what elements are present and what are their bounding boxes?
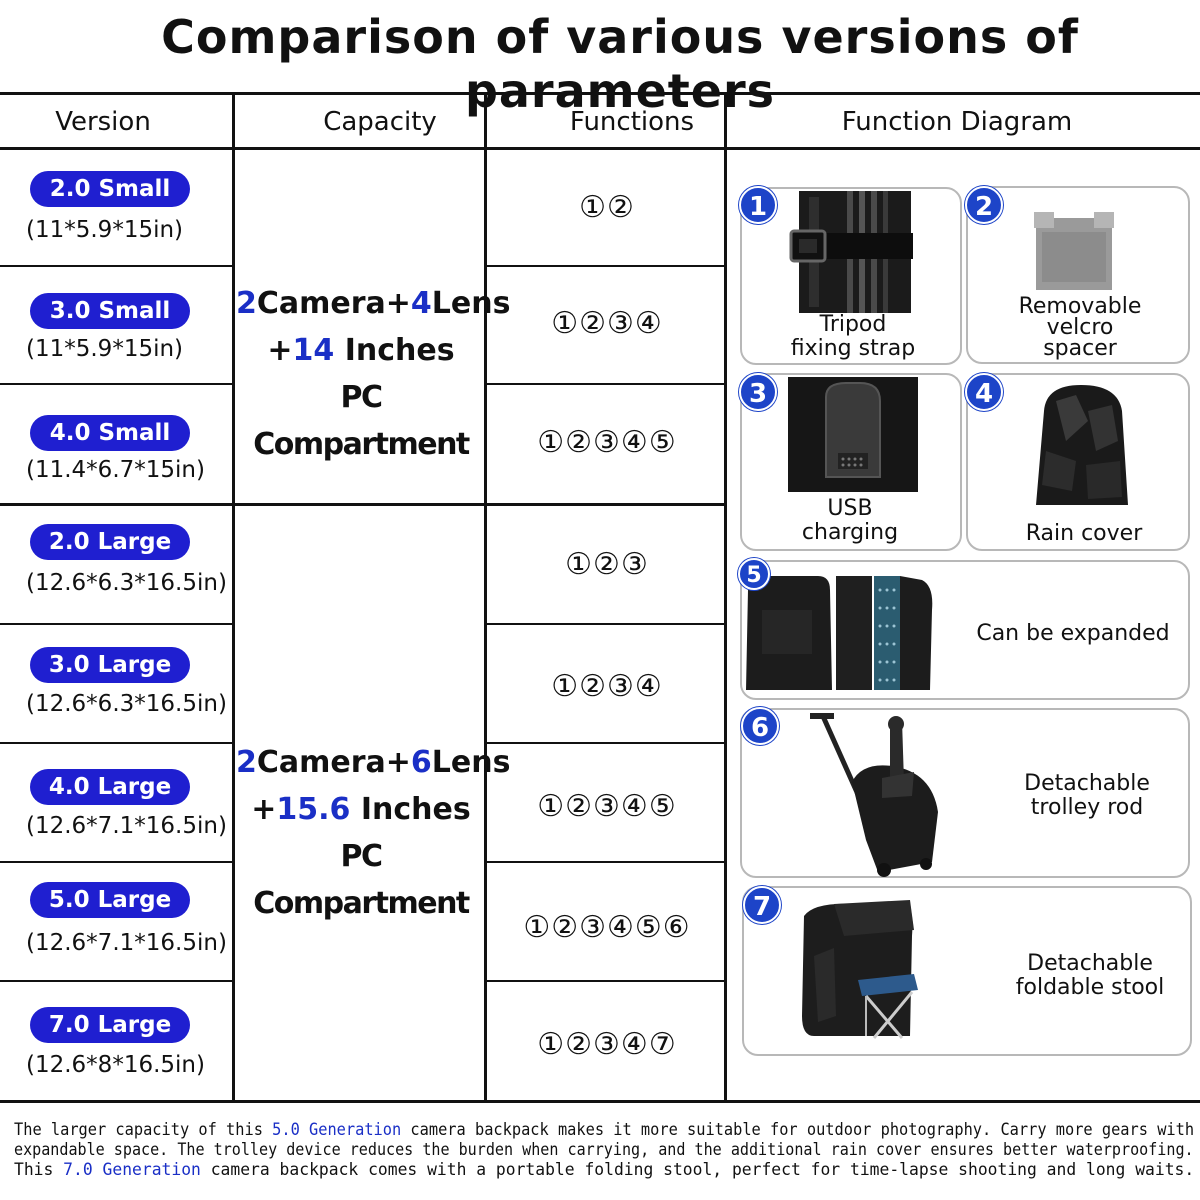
capacity-line-2: +15.6 Inches	[251, 792, 471, 827]
version-dimensions: (12.6*6.3*16.5in)	[26, 570, 227, 596]
functions-list: ①②③	[565, 547, 649, 582]
feature-number-badge: 7	[743, 886, 781, 924]
rain-cover-icon	[1036, 385, 1128, 505]
folding-stool-icon	[802, 900, 918, 1039]
functions-list: ①②③④	[551, 306, 663, 341]
version-badge: 3.0 Small	[30, 293, 190, 329]
functions-list: ①②	[579, 190, 635, 225]
feature-label: Detachable trolley rod	[982, 772, 1192, 820]
version-badge: 2.0 Small	[30, 171, 190, 207]
tripod-strap-icon	[789, 191, 913, 313]
row-divider	[0, 503, 727, 506]
feature-label-line: USB	[827, 496, 873, 521]
row-divider	[487, 623, 724, 625]
footer-line: This 7.0 Generation camera backpack come…	[14, 1160, 1195, 1180]
functions-list: ①②③④⑤⑥	[523, 910, 691, 945]
row-divider	[487, 980, 724, 982]
version-dimensions: (12.6*7.1*16.5in)	[26, 813, 227, 839]
feature-card-rain-cover: Rain cover	[966, 373, 1190, 551]
row-divider	[487, 861, 724, 863]
column-divider	[484, 92, 487, 1103]
version-badge: 4.0 Large	[30, 769, 190, 805]
feature-number-badge: 6	[741, 707, 779, 745]
capacity-line-3: PC Compartment	[253, 380, 470, 462]
feature-label-line: velcro	[1046, 315, 1114, 340]
feature-card-usb-charging: USB charging	[740, 373, 962, 551]
header-version: Version	[55, 107, 151, 137]
row-divider	[487, 265, 724, 267]
version-dimensions: (11.4*6.7*15in)	[26, 457, 205, 483]
row-divider	[0, 623, 232, 625]
feature-label-line: foldable stool	[1015, 975, 1165, 1000]
row-divider	[0, 742, 232, 744]
feature-label-line: Detachable	[1027, 951, 1153, 976]
feature-label-line: Removable	[1018, 294, 1142, 319]
feature-label-line: spacer	[1043, 336, 1117, 361]
functions-list: ①②③④⑦	[537, 1027, 677, 1062]
feature-number-badge: 2	[965, 186, 1003, 224]
feature-label: Rain cover	[1025, 521, 1143, 546]
version-dimensions: (12.6*6.3*16.5in)	[26, 691, 227, 717]
feature-card-folding-stool: Detachable foldable stool	[742, 886, 1192, 1056]
feature-label-line: Tripod	[819, 312, 887, 337]
velcro-spacer-icon	[1034, 212, 1114, 290]
feature-label-line: fixing strap	[790, 336, 916, 361]
feature-label-line: Detachable	[1024, 771, 1150, 796]
feature-label: Removable velcro spacer	[968, 294, 1192, 361]
trolley-backpack-icon	[810, 712, 938, 877]
row-divider	[0, 980, 232, 982]
row-divider	[0, 265, 232, 267]
version-badge: 3.0 Large	[30, 647, 190, 683]
usb-port-icon	[788, 377, 918, 492]
capacity-small: 2Camera+4Lens +14 Inches PC Compartment	[236, 280, 511, 468]
version-badge: 5.0 Large	[30, 882, 190, 918]
functions-list: ①②③④	[551, 669, 663, 704]
expandable-backpack-icon	[746, 576, 933, 690]
capacity-line-1: 2Camera+4Lens	[236, 286, 511, 321]
feature-label-line: trolley rod	[1030, 795, 1144, 820]
feature-card-tripod-strap: Tripod fixing strap	[740, 187, 962, 365]
feature-number-badge: 5	[738, 558, 770, 590]
feature-label: Can be expanded	[976, 621, 1170, 646]
feature-number-badge: 1	[739, 186, 777, 224]
feature-number-badge: 4	[965, 373, 1003, 411]
table-top-border	[0, 92, 1200, 95]
footer-description: The larger capacity of this 5.0 Generati…	[14, 1120, 1194, 1180]
feature-label-line: charging	[801, 520, 899, 545]
version-dimensions: (12.6*8*16.5in)	[26, 1052, 205, 1078]
feature-number-badge: 3	[739, 373, 777, 411]
version-dimensions: (11*5.9*15in)	[26, 217, 184, 243]
table-bottom-border	[0, 1100, 1200, 1103]
header-bottom-border	[0, 147, 1200, 150]
capacity-line-3: PC Compartment	[253, 839, 470, 921]
feature-label: USB charging	[742, 497, 958, 545]
row-divider	[0, 861, 232, 863]
header-functions: Functions	[569, 107, 695, 137]
capacity-line-1: 2Camera+6Lens	[236, 745, 511, 780]
functions-list: ①②③④⑤	[537, 425, 677, 460]
version-badge: 4.0 Small	[30, 415, 190, 451]
feature-card-trolley: Detachable trolley rod	[740, 708, 1190, 878]
column-divider	[724, 92, 727, 1103]
feature-label: Tripod fixing strap	[742, 313, 964, 361]
feature-card-expandable: Can be expanded	[740, 560, 1190, 700]
version-dimensions: (11*5.9*15in)	[26, 336, 184, 362]
feature-label: Detachable foldable stool	[980, 952, 1200, 1000]
capacity-large: 2Camera+6Lens +15.6 Inches PC Compartmen…	[236, 739, 511, 927]
feature-card-velcro-spacer: Removable velcro spacer	[966, 186, 1190, 364]
footer-line: expandable space. The trolley device red…	[14, 1140, 1194, 1160]
header-function-diagram: Function Diagram	[841, 107, 1073, 137]
footer-line: The larger capacity of this 5.0 Generati…	[14, 1120, 1195, 1140]
page-title: Comparison of various versions of parame…	[161, 10, 1079, 118]
version-badge: 2.0 Large	[30, 524, 190, 560]
row-divider	[0, 383, 232, 385]
row-divider	[487, 383, 724, 385]
row-divider	[487, 742, 724, 744]
version-badge: 7.0 Large	[30, 1007, 190, 1043]
column-divider	[232, 92, 235, 1103]
functions-list: ①②③④⑤	[537, 789, 677, 824]
version-dimensions: (12.6*7.1*16.5in)	[26, 930, 227, 956]
header-capacity: Capacity	[323, 107, 437, 137]
capacity-line-2: +14 Inches	[267, 333, 455, 368]
